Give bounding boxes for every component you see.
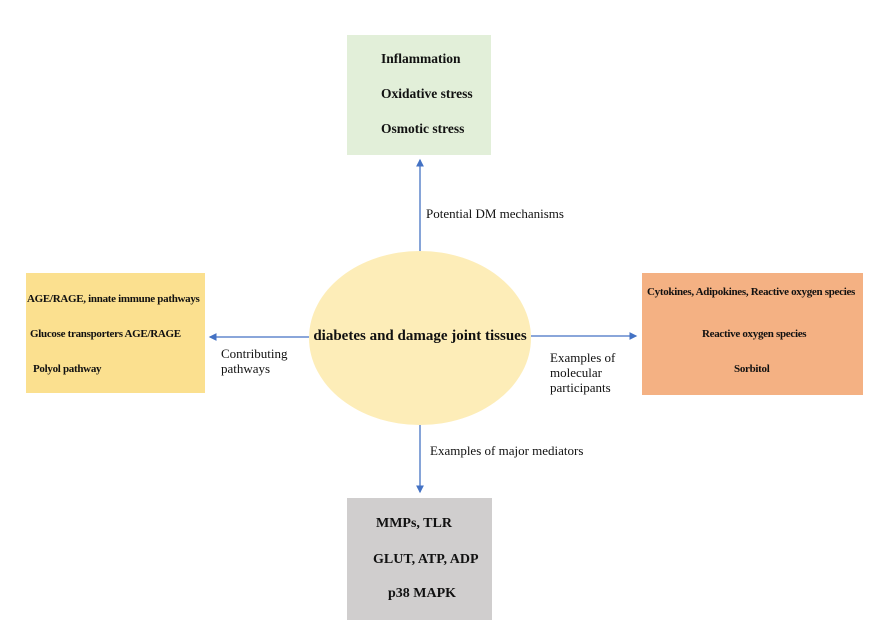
edge-label-mechanisms: Potential DM mechanisms	[426, 206, 564, 221]
participant-item: Reactive oxygen species	[702, 328, 807, 340]
mediator-item: MMPs, TLR	[376, 516, 452, 531]
participants-box: Cytokines, Adipokines, Reactive oxygen s…	[642, 273, 863, 395]
mechanism-item: Inflammation	[381, 51, 461, 66]
pathway-item: Glucose transporters AGE/RAGE	[30, 328, 181, 340]
center-label: diabetes and damage joint tissues	[313, 328, 527, 344]
mechanisms-box: Inflammation Oxidative stress Osmotic st…	[347, 35, 491, 155]
edge-label-line: molecular	[550, 365, 602, 380]
mechanism-item: Osmotic stress	[381, 121, 465, 136]
mediators-box: MMPs, TLR GLUT, ATP, ADP p38 MAPK	[347, 498, 492, 620]
pathway-item: AGE/RAGE, innate immune pathways	[27, 293, 200, 305]
edge-label-pathways: Contributing pathways	[221, 346, 287, 376]
edge-label-line: pathways	[221, 361, 271, 376]
edge-label-line: Examples of	[550, 350, 616, 365]
edge-label-line: Contributing	[221, 346, 288, 361]
edge-label-mediators: Examples of major mediators	[430, 443, 584, 458]
participant-item: Cytokines, Adipokines, Reactive oxygen s…	[647, 286, 856, 298]
edge-label-line: participants	[550, 380, 611, 395]
mechanism-item: Oxidative stress	[381, 86, 473, 101]
pathway-item: Polyol pathway	[33, 363, 102, 375]
mediator-item: GLUT, ATP, ADP	[373, 552, 479, 567]
edge-label-participants: Examples of molecular participants	[550, 350, 615, 395]
participant-item: Sorbitol	[734, 363, 770, 375]
mediator-item: p38 MAPK	[388, 586, 457, 601]
pathways-box: AGE/RAGE, innate immune pathways Glucose…	[26, 273, 205, 393]
center-node	[309, 251, 531, 425]
